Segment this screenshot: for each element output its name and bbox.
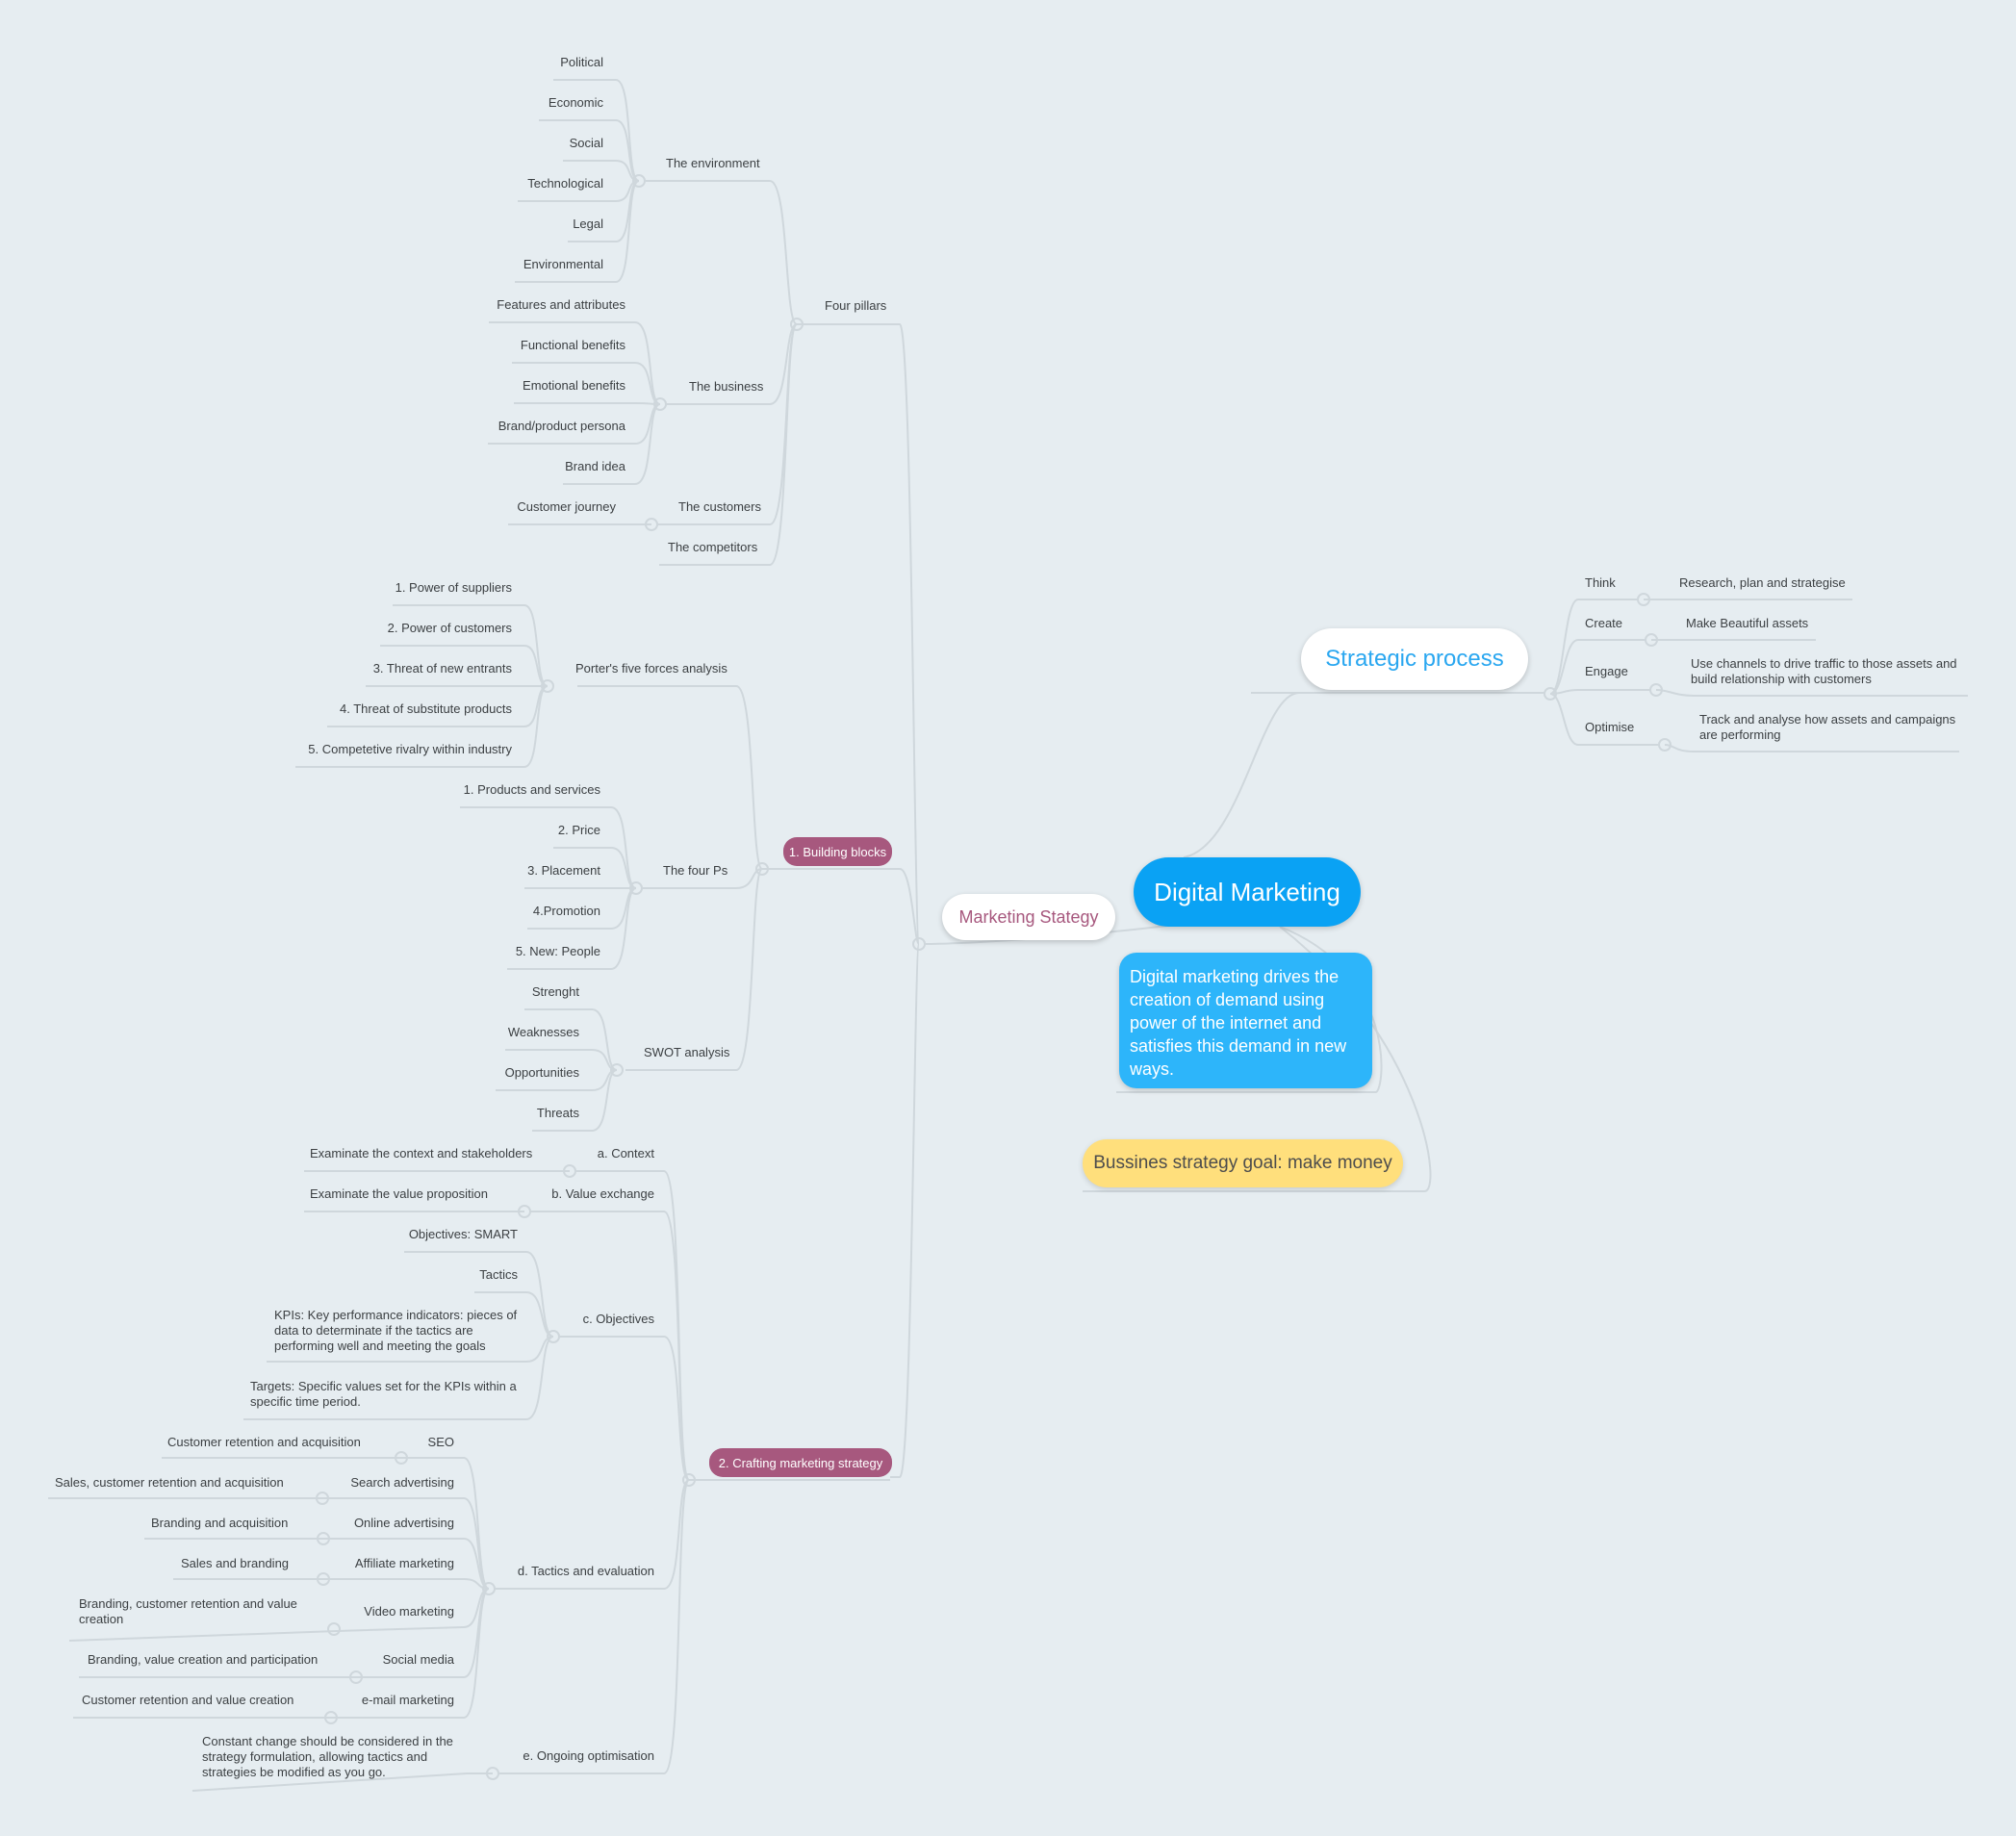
step-create[interactable]: Create bbox=[1585, 616, 1623, 630]
env-item[interactable]: Environmental bbox=[523, 257, 603, 271]
strategic-process-topic[interactable]: Strategic process bbox=[1301, 628, 1528, 690]
step-optimise-detail[interactable]: Track and analyse how assets and campaig… bbox=[1699, 712, 1956, 742]
porter-node[interactable]: Porter's five forces analysis bbox=[575, 661, 727, 676]
building-blocks-label: 1. Building blocks bbox=[788, 844, 887, 859]
porter-item[interactable]: 3. Threat of new entrants bbox=[372, 661, 512, 676]
objectives-item[interactable]: Tactics bbox=[479, 1267, 518, 1282]
porter-item[interactable]: 5. Competetive rivalry within industry bbox=[308, 742, 512, 756]
building-blocks-tag[interactable]: 1. Building blocks bbox=[783, 837, 892, 866]
env-item[interactable]: Social bbox=[569, 136, 603, 150]
step-think[interactable]: Think bbox=[1585, 575, 1616, 590]
env-item[interactable]: Political bbox=[560, 55, 603, 69]
step-think-detail[interactable]: Research, plan and strategise bbox=[1679, 575, 1846, 590]
objectives-item[interactable]: Objectives: SMART bbox=[408, 1227, 518, 1241]
value-exchange-node[interactable]: b. Value exchange bbox=[551, 1186, 654, 1201]
tactic-label[interactable]: SEO bbox=[427, 1435, 454, 1449]
step-engage-detail[interactable]: Use channels to drive traffic to those a… bbox=[1691, 656, 1957, 686]
tactic-detail[interactable]: Customer retention and value creation bbox=[82, 1693, 294, 1707]
goal-note-text: Bussines strategy goal: make money bbox=[1093, 1153, 1392, 1173]
four-ps-node[interactable]: The four Ps bbox=[663, 863, 728, 878]
four-ps-item[interactable]: 4.Promotion bbox=[532, 904, 600, 918]
env-item[interactable]: Technological bbox=[527, 176, 603, 191]
four-ps-item[interactable]: 2. Price bbox=[557, 823, 600, 837]
goal-note[interactable]: Bussines strategy goal: make money bbox=[1083, 1139, 1403, 1187]
swot-item[interactable]: Threats bbox=[536, 1106, 579, 1120]
marketing-strategy-label: Marketing Stategy bbox=[958, 906, 1099, 927]
tactic-detail[interactable]: Branding, value creation and participati… bbox=[88, 1652, 319, 1667]
definition-note[interactable]: Digital marketing drives the creation of… bbox=[1119, 953, 1372, 1088]
step-engage[interactable]: Engage bbox=[1585, 664, 1628, 678]
objectives-item[interactable]: Targets: Specific values set for the KPI… bbox=[250, 1379, 517, 1409]
tactic-label[interactable]: Video marketing bbox=[364, 1604, 454, 1619]
tactic-label[interactable]: e-mail marketing bbox=[361, 1693, 454, 1707]
tactic-detail[interactable]: Sales, customer retention and acquisitio… bbox=[55, 1475, 284, 1490]
swot-item[interactable]: Strenght bbox=[531, 984, 579, 999]
definition-note-text: Digital marketing drives the creation of… bbox=[1130, 967, 1347, 1079]
objectives-item[interactable]: KPIs: Key performance indicators: pieces… bbox=[274, 1308, 518, 1353]
swot-item[interactable]: Weaknesses bbox=[507, 1025, 579, 1039]
ongoing-item[interactable]: Constant change should be considered in … bbox=[202, 1734, 453, 1779]
tactic-detail[interactable]: Branding, customer retention and value c… bbox=[79, 1596, 297, 1626]
strategic-process-label: Strategic process bbox=[1325, 646, 1504, 672]
business-item[interactable]: Emotional benefits bbox=[523, 378, 625, 393]
value-exchange-item[interactable]: Examinate the value proposition bbox=[310, 1186, 489, 1201]
environment-node[interactable]: The environment bbox=[666, 156, 760, 170]
business-item[interactable]: Brand idea bbox=[565, 459, 625, 473]
swot-node[interactable]: SWOT analysis bbox=[644, 1045, 730, 1059]
customer-journey-item[interactable]: Customer journey bbox=[517, 499, 616, 514]
crafting-strategy-tag[interactable]: 2. Crafting marketing strategy bbox=[709, 1448, 892, 1477]
business-item[interactable]: Features and attributes bbox=[497, 297, 625, 312]
swot-item[interactable]: Opportunities bbox=[504, 1065, 579, 1080]
four-pillars-node[interactable]: Four pillars bbox=[825, 298, 887, 313]
four-ps-item[interactable]: 3. Placement bbox=[527, 863, 600, 878]
business-item[interactable]: Functional benefits bbox=[520, 338, 625, 352]
tactic-detail[interactable]: Branding and acquisition bbox=[151, 1516, 289, 1530]
crafting-strategy-label: 2. Crafting marketing strategy bbox=[718, 1455, 883, 1470]
four-ps-item[interactable]: 5. New: People bbox=[515, 944, 600, 958]
tactic-label[interactable]: Search advertising bbox=[350, 1475, 454, 1490]
tactic-label[interactable]: Affiliate marketing bbox=[354, 1556, 454, 1570]
customers-node[interactable]: The customers bbox=[678, 499, 761, 514]
business-node[interactable]: The business bbox=[689, 379, 764, 394]
tactic-label[interactable]: Online advertising bbox=[353, 1516, 454, 1530]
four-ps-item[interactable]: 1. Products and services bbox=[463, 782, 600, 797]
root-topic[interactable]: Digital Marketing bbox=[1134, 857, 1361, 927]
business-item[interactable]: Brand/product persona bbox=[498, 419, 625, 433]
objectives-node[interactable]: c. Objectives bbox=[582, 1312, 654, 1326]
tactic-detail[interactable]: Sales and branding bbox=[181, 1556, 290, 1570]
competitors-node[interactable]: The competitors bbox=[668, 540, 758, 554]
porter-item[interactable]: 2. Power of customers bbox=[387, 621, 512, 635]
root-topic-label: Digital Marketing bbox=[1154, 877, 1340, 906]
step-optimise[interactable]: Optimise bbox=[1585, 720, 1635, 734]
marketing-strategy-topic[interactable]: Marketing Stategy bbox=[942, 894, 1115, 940]
context-item[interactable]: Examinate the context and stakeholders bbox=[310, 1146, 533, 1160]
tactic-detail[interactable]: Customer retention and acquisition bbox=[167, 1435, 361, 1449]
ongoing-node[interactable]: e. Ongoing optimisation bbox=[523, 1748, 654, 1763]
env-item[interactable]: Economic bbox=[548, 95, 603, 110]
porter-item[interactable]: 4. Threat of substitute products bbox=[340, 701, 512, 716]
tactic-label[interactable]: Social media bbox=[382, 1652, 454, 1667]
context-node[interactable]: a. Context bbox=[597, 1146, 654, 1160]
env-item[interactable]: Legal bbox=[573, 217, 603, 231]
porter-item[interactable]: 1. Power of suppliers bbox=[395, 580, 512, 595]
step-create-detail[interactable]: Make Beautiful assets bbox=[1686, 616, 1809, 630]
tactics-node[interactable]: d. Tactics and evaluation bbox=[517, 1564, 654, 1578]
